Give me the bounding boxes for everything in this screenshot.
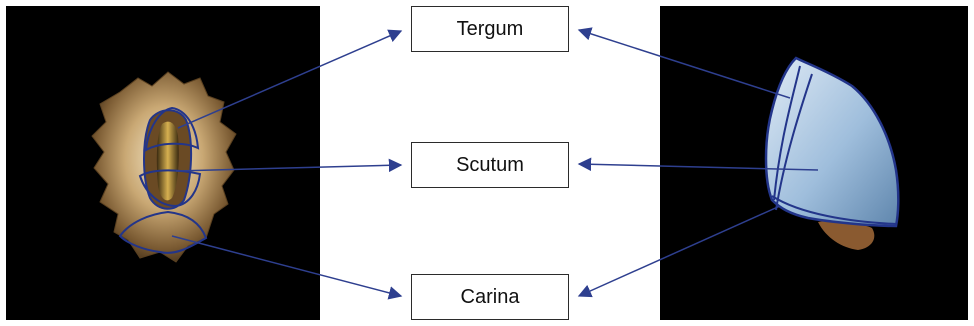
scutum-outline [138, 169, 202, 208]
arrow-tergum-right [577, 27, 791, 99]
arrow-scutum-right [577, 157, 819, 172]
label-carina-text: Carina [460, 285, 520, 308]
barnacle-shell-illustration [91, 71, 237, 263]
tergum-outline [144, 106, 200, 152]
plate-ridge-line-1 [773, 65, 801, 201]
barnacle-slit [156, 121, 179, 201]
label-tergum-text: Tergum [456, 17, 524, 40]
label-scutum-text: Scutum [456, 153, 524, 176]
arrow-carina-left [171, 235, 403, 300]
plate-bottom-line [771, 195, 897, 225]
label-tergum: Tergum [411, 6, 569, 52]
isolated-plate-illustration [764, 56, 900, 250]
label-carina: Carina [411, 274, 569, 320]
label-scutum: Scutum [411, 142, 569, 188]
plate-ridge-line-2 [775, 73, 813, 211]
arrow-carina-right [577, 205, 781, 298]
arrow-tergum-left [177, 29, 403, 129]
plate-shape [764, 56, 900, 228]
carina-outline [118, 210, 208, 254]
plate-base-brown [818, 221, 875, 250]
arrow-scutum-left [175, 158, 403, 173]
